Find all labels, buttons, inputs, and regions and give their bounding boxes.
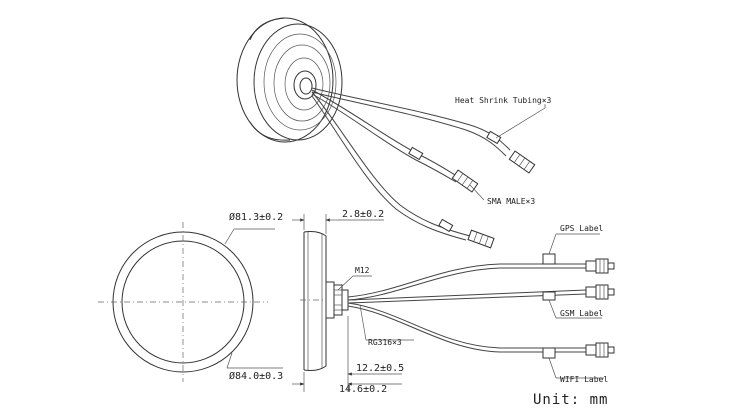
cables-iso <box>311 87 511 241</box>
dim-outer-diameter-leader <box>226 352 283 369</box>
side-view: 2.8±0.2 M12 RG316×3 GPS Label GSM Label … <box>292 209 615 395</box>
antenna-puck-iso <box>236 17 343 143</box>
dim-outer-diameter: Ø84.0±0.3 <box>229 370 283 382</box>
dim-base-height: 12.2±0.5 <box>356 363 404 374</box>
dim-inner-diameter: Ø81.3±0.2 <box>229 211 283 223</box>
dim-top-thickness-lines <box>292 214 384 234</box>
dim-total-height: 14.6±0.2 <box>339 384 387 395</box>
gps-label: GPS Label <box>560 224 604 233</box>
unit-note: Unit: mm <box>533 392 608 408</box>
leader-m12 <box>337 275 372 291</box>
isometric-view: Heat Shrink Tubing×3 SMA MALE×3 <box>236 17 552 249</box>
leader-gps-label <box>548 233 600 255</box>
m12-label: M12 <box>355 266 370 275</box>
leader-wifi-label <box>548 357 604 379</box>
dim-top-thickness: 2.8±0.2 <box>342 209 384 220</box>
antenna-puck-side <box>300 231 356 371</box>
leader-gsm-label <box>548 299 602 319</box>
leader-sma <box>469 184 485 201</box>
front-view: Ø81.3±0.2 Ø84.0±0.3 <box>98 211 283 382</box>
leader-heat-shrink <box>495 104 546 139</box>
dim-base-height-lines <box>292 316 402 392</box>
gsm-label: GSM Label <box>560 309 604 318</box>
sma-male-label: SMA MALE×3 <box>487 197 535 206</box>
cables-side <box>347 253 587 359</box>
sma-connectors-side <box>585 258 615 358</box>
leader-rg316 <box>359 304 414 341</box>
heat-shrink-label: Heat Shrink Tubing×3 <box>455 96 552 105</box>
rg316-label: RG316×3 <box>368 338 402 347</box>
wifi-label: WIFI Label <box>560 375 608 384</box>
dim-inner-diameter-leader <box>224 228 275 245</box>
